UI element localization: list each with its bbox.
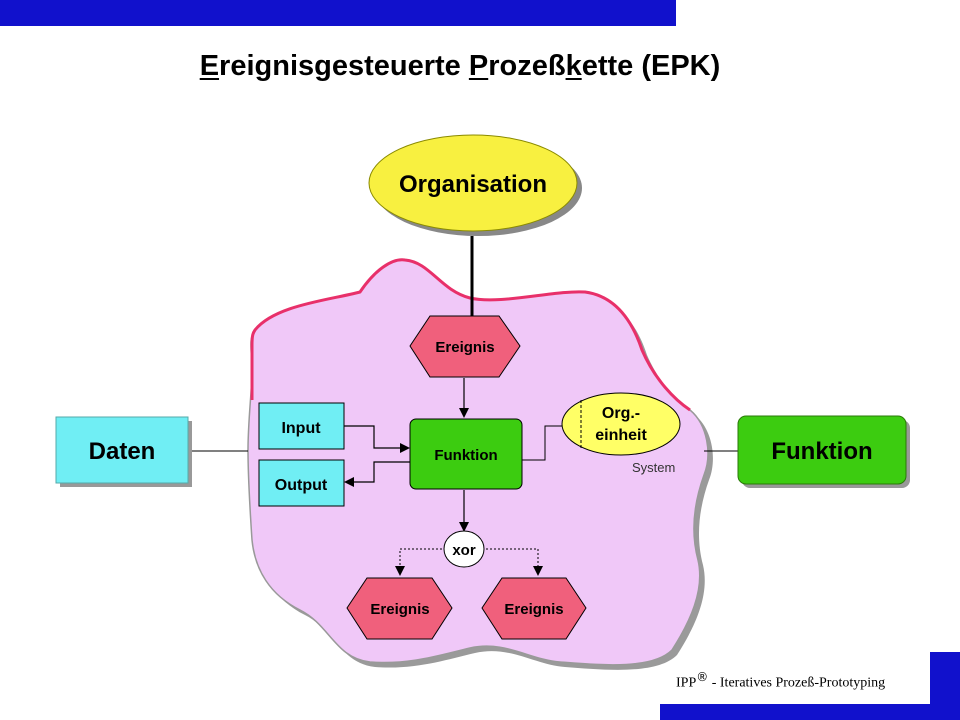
ereignis-right-hexagon [481, 577, 587, 640]
output-arrow [344, 461, 410, 487]
system-label: System [632, 460, 675, 475]
ereignis-left-label: Ereignis [370, 601, 429, 618]
daten-label: Daten [89, 438, 156, 465]
output-box [258, 459, 345, 507]
org-einheit-label-1: Org.- [602, 405, 640, 422]
blob-highlight [250, 258, 691, 412]
xor-right-arrow [482, 548, 543, 576]
input-box [258, 402, 345, 450]
title-part: reignisgesteuerte [219, 50, 469, 82]
daten-box [55, 416, 189, 484]
title-part: k [565, 50, 582, 82]
footer-symbol: ® [696, 670, 709, 684]
output-label: Output [275, 477, 328, 494]
organisation-ellipse [368, 134, 578, 232]
org-einheit-label-2: einheit [595, 427, 647, 444]
footer-text: - Iteratives Prozeß-Prototyping [708, 675, 886, 691]
input-label: Input [281, 420, 321, 437]
bottom-decor-bar [660, 704, 960, 720]
top-decor-bar [0, 0, 676, 26]
title-part: P [468, 50, 489, 82]
xor-left-arrow [395, 548, 446, 576]
funktion-outer-label: Funktion [771, 438, 872, 465]
organisation-label: Organisation [399, 171, 547, 198]
funktion-outer-box [737, 415, 907, 485]
footer-caption: IPP® - Iteratives Prozeß-Prototyping [676, 670, 922, 691]
xor-label: xor [452, 542, 476, 559]
funktion-center-label: Funktion [434, 447, 497, 464]
input-arrow [344, 425, 410, 453]
xor-connector [443, 530, 485, 568]
org-einheit-ellipse [561, 392, 681, 456]
funktion-center-box [409, 418, 523, 490]
footer-ipp: IPP [676, 675, 697, 691]
ereignis-left-hexagon [346, 577, 453, 640]
title-part: E [199, 50, 220, 82]
ereignis-right-label: Ereignis [504, 601, 563, 618]
ereignis-top-hexagon [409, 315, 521, 378]
title-part: rozeß [488, 50, 566, 82]
ereignis-top-label: Ereignis [435, 339, 494, 356]
page-title: Ereignisgesteuerte Prozeßkette (EPK) [0, 50, 920, 83]
title-part: ette (EPK) [581, 50, 721, 82]
org-einheit-connector [522, 425, 565, 461]
